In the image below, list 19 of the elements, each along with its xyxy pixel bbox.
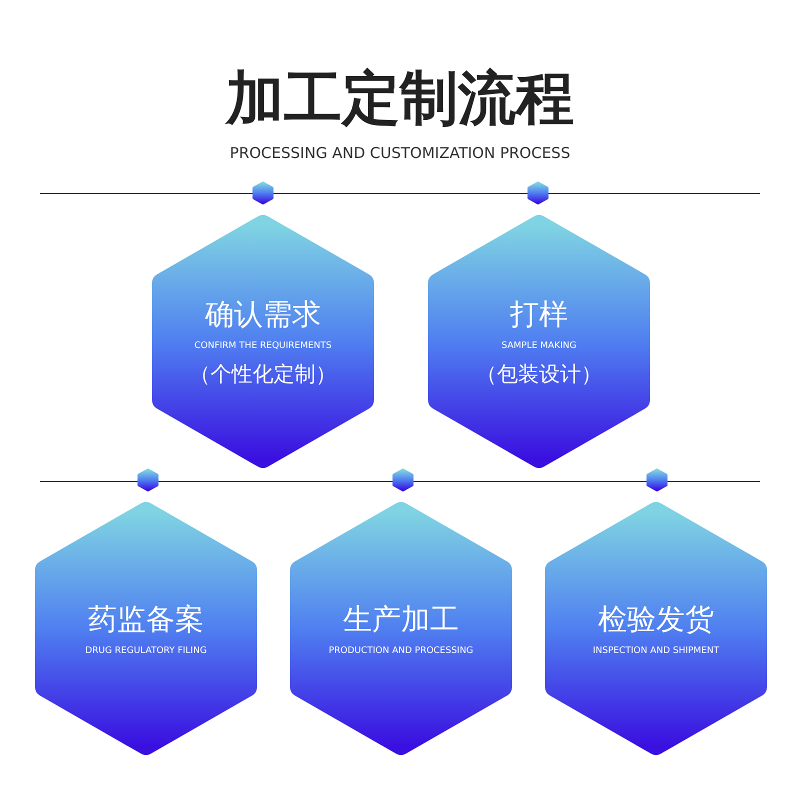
title: 加工定制流程 bbox=[224, 63, 575, 134]
step-title: 检验发货 bbox=[598, 600, 714, 638]
hexagon-step bbox=[428, 215, 650, 468]
step-subtitle: DRUG REGULATORY FILING bbox=[85, 644, 207, 658]
step-subtitle: INSPECTION AND SHIPMENT bbox=[592, 644, 720, 658]
hexagon-step bbox=[545, 502, 767, 755]
step-title: 生产加工 bbox=[343, 600, 459, 638]
subtitle: PROCESSING AND CUSTOMIZATION PROCESS bbox=[228, 143, 572, 163]
step-note: （个性化定制） bbox=[190, 360, 336, 388]
hexagon-step bbox=[152, 215, 374, 468]
hexagon-step bbox=[35, 502, 257, 755]
hexagon-step bbox=[290, 502, 512, 755]
step-title: 确认需求 bbox=[205, 296, 321, 332]
step-note: （包装设计） bbox=[476, 360, 602, 388]
step-subtitle: CONFIRM THE REQUIREMENTS bbox=[194, 340, 332, 352]
step-subtitle: PRODUCTION AND PROCESSING bbox=[328, 644, 474, 658]
step-title: 药监备案 bbox=[88, 600, 204, 638]
step-title: 打样 bbox=[510, 296, 568, 332]
step-subtitle: SAMPLE MAKING bbox=[502, 340, 576, 352]
